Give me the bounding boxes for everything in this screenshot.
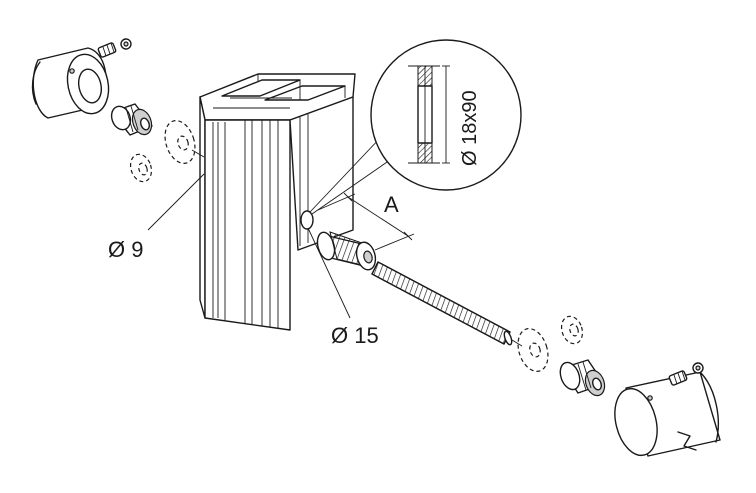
right-tube: [614, 371, 721, 457]
threaded-sleeve: [316, 231, 377, 271]
threaded-rod: [371, 261, 523, 347]
left-washers: [129, 120, 205, 183]
detail-callout: [309, 39, 522, 215]
right-spacer: [559, 359, 606, 397]
leader-hole-15: [307, 227, 351, 319]
label-hole-15: Ø 15: [331, 323, 379, 348]
right-washers: [517, 315, 584, 372]
label-dimension-a: A: [384, 192, 399, 217]
label-hole-9: Ø 9: [108, 237, 143, 262]
left-set-screw: [97, 38, 132, 58]
left-spacer: [110, 103, 153, 136]
dimension-a: [317, 192, 415, 251]
right-set-screw: [668, 362, 704, 386]
label-detail-section: Ø 18x90: [459, 90, 481, 166]
hole-15-mark: [300, 210, 314, 230]
aluminium-profile: [199, 73, 356, 331]
leader-hole-9: [147, 173, 205, 231]
left-tube: [31, 47, 110, 119]
